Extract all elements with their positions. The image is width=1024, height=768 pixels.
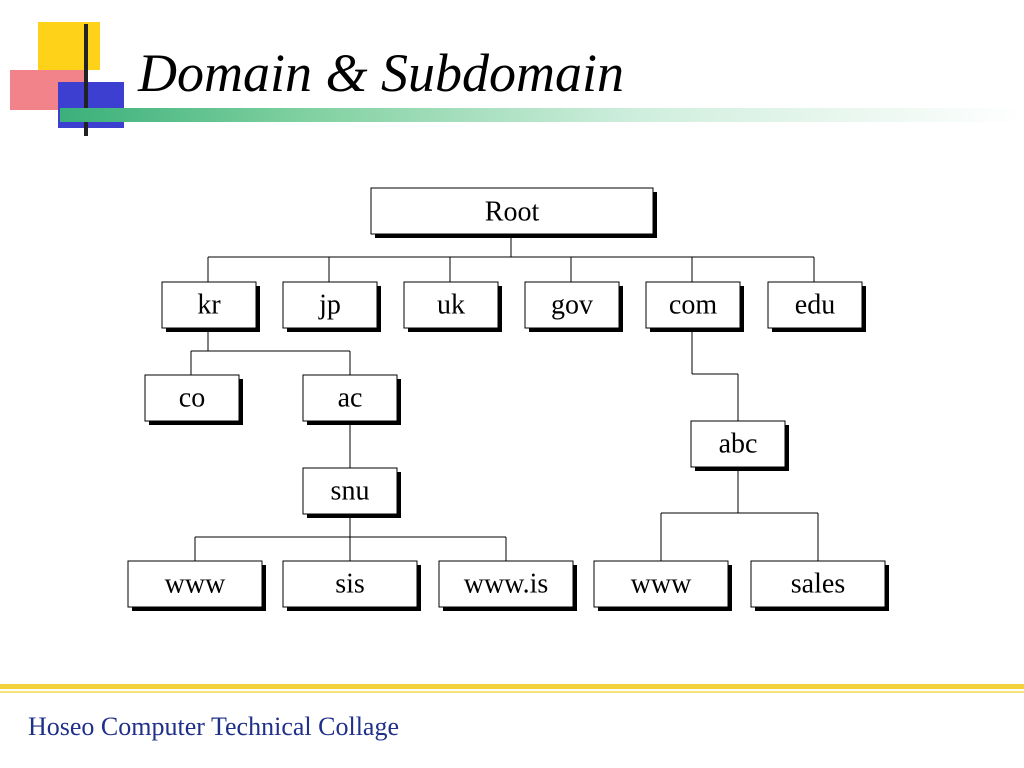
node-com: com — [645, 281, 744, 332]
node-edu: edu — [767, 281, 866, 332]
node-root: Root — [370, 187, 657, 238]
node-edu-label: edu — [795, 290, 835, 321]
node-ac-label: ac — [338, 383, 363, 414]
node-snu: snu — [302, 467, 401, 518]
node-abc-label: abc — [719, 429, 758, 460]
node-abc-www-label: www — [631, 569, 692, 600]
node-jp-label: jp — [318, 290, 341, 321]
node-sales-label: sales — [791, 569, 845, 600]
node-jp: jp — [282, 281, 381, 332]
node-sis: sis — [282, 560, 421, 611]
footer-rule — [0, 684, 1024, 689]
node-kr-label: kr — [197, 290, 221, 321]
node-gov: gov — [524, 281, 623, 332]
node-kr: kr — [161, 281, 260, 332]
node-co-label: co — [179, 383, 205, 414]
node-sis-label: sis — [335, 569, 365, 600]
node-www-is-label: www.is — [464, 569, 549, 600]
node-snu-www: www — [127, 560, 266, 611]
node-uk-label: uk — [437, 290, 465, 321]
node-www-is: www.is — [438, 560, 577, 611]
node-gov-label: gov — [551, 290, 593, 321]
node-com-label: com — [669, 290, 717, 321]
footer-text: Hoseo Computer Technical Collage — [28, 712, 399, 741]
node-abc-www: www — [593, 560, 732, 611]
node-root-label: Root — [485, 197, 540, 228]
slide-title: Domain & Subdomain — [138, 43, 624, 103]
node-co: co — [144, 374, 243, 425]
node-snu-www-label: www — [165, 569, 226, 600]
tree-connectors — [190, 236, 819, 561]
node-uk: uk — [403, 281, 502, 332]
node-abc: abc — [690, 420, 789, 471]
node-snu-label: snu — [331, 476, 370, 507]
node-ac: ac — [302, 374, 401, 425]
footer-rule-secondary — [0, 691, 1024, 693]
node-sales: sales — [750, 560, 889, 611]
title-underline — [60, 108, 1024, 122]
